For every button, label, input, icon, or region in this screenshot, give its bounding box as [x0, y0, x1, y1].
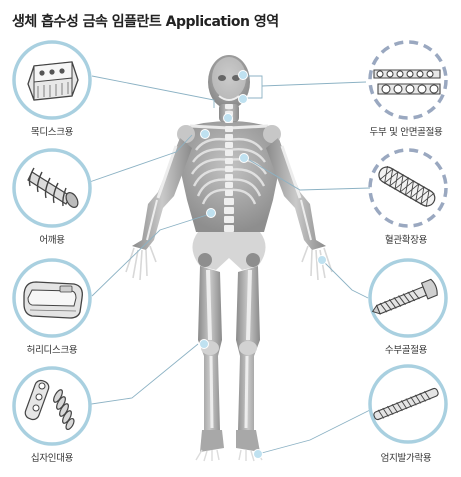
marker-toe: [253, 449, 263, 459]
head-face-callout: [368, 40, 448, 120]
marker-vessel: [239, 153, 249, 163]
label-cruciate-ligament: 십자인대용: [30, 453, 74, 464]
label-neck-disc: 목디스크용: [30, 127, 74, 138]
label-hand-fracture: 수부골절용: [384, 345, 428, 356]
connector-vascular: [245, 157, 371, 191]
label-shoulder: 어깨용: [39, 235, 65, 246]
label-big-toe: 엄지발가락용: [380, 453, 432, 464]
marker-hand: [317, 255, 327, 265]
marker-face: [238, 94, 248, 104]
shoulder-screw-icon: [27, 167, 79, 208]
marker-shoulder: [200, 129, 210, 139]
cruciate-ligament-anchor-icon: [24, 379, 75, 431]
stent-icon: [378, 165, 436, 208]
label-lumbar-disc: 허리디스크용: [26, 345, 78, 356]
page-title: 생체 흡수성 금속 임플란트 Application 영역: [12, 14, 279, 30]
connector-hand: [321, 259, 369, 299]
connector-cruciate-ligament: [77, 343, 199, 407]
label-head-face: 두부 및 안면골절용: [369, 127, 443, 138]
hand-fracture-callout: [368, 258, 448, 338]
marker-head: [238, 70, 248, 80]
marker-knee: [199, 339, 209, 349]
body-markers: [199, 70, 327, 459]
neck-disc-cage-icon: [27, 61, 79, 101]
vascular-callout: [368, 148, 448, 228]
big-toe-callout: [368, 364, 448, 444]
lumbar-disc-callout: [12, 258, 92, 338]
shoulder-callout: [12, 148, 92, 228]
xray-body-figure: [125, 55, 333, 462]
bone-screw-icon: [371, 278, 438, 315]
marker-lumbar: [206, 208, 216, 218]
connector-bracket-head: [244, 75, 263, 99]
bone-plate-icon: [373, 69, 441, 95]
cruciate-ligament-callout: [12, 366, 92, 446]
neck-disc-callout: [12, 40, 92, 120]
connector-lines: [77, 75, 371, 455]
lumbar-disc-cage-icon: [23, 281, 83, 319]
connector-toe: [257, 409, 371, 455]
connector-head-face: [261, 81, 367, 87]
threaded-pin-icon: [373, 387, 439, 421]
connector-neck-disc: [91, 75, 215, 108]
label-vascular: 혈관확장용: [384, 235, 428, 246]
marker-neck: [223, 113, 233, 123]
connector-shoulder: [77, 134, 193, 187]
connector-lumbar-disc: [91, 213, 211, 297]
